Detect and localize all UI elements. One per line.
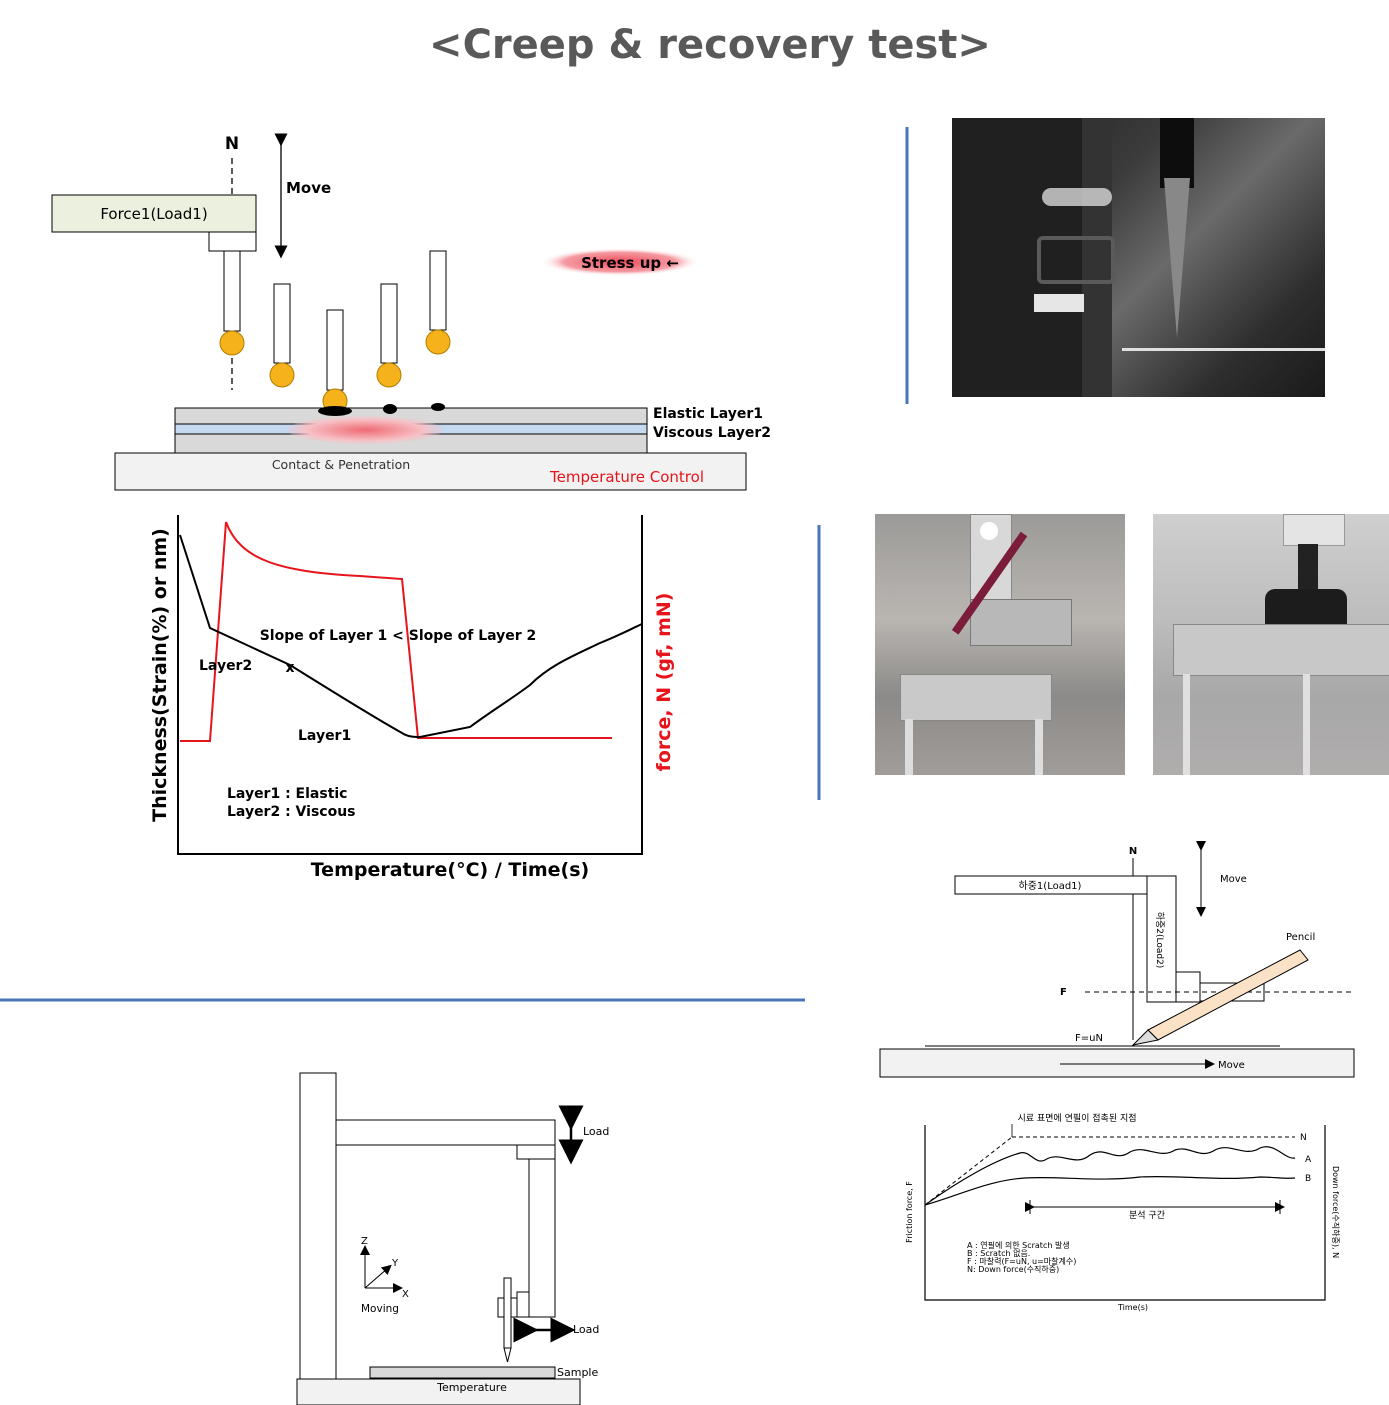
move-label: Move bbox=[286, 179, 331, 197]
load1-label: 하중1(Load1) bbox=[1019, 879, 1082, 892]
layer2-label: Layer2 bbox=[199, 658, 252, 674]
axis-y bbox=[365, 1268, 388, 1288]
probe-tip bbox=[426, 330, 450, 354]
probe-rod bbox=[381, 284, 397, 363]
temperature-control-label: Temperature Control bbox=[549, 468, 704, 486]
legend-line-2: Layer2 : Viscous bbox=[227, 804, 356, 820]
probe-rod bbox=[274, 284, 290, 363]
f-label: F bbox=[1060, 987, 1067, 998]
slope-annotation: Slope of Layer 1 < Slope of Layer 2 bbox=[260, 628, 537, 644]
dashed-rise bbox=[925, 1137, 1012, 1205]
indent-mark bbox=[431, 403, 445, 411]
layer1-label: Layer1 bbox=[298, 728, 351, 744]
chart-ylabel: Thickness(Strain(%) or nm) bbox=[149, 528, 171, 822]
probe-tip bbox=[220, 331, 244, 355]
indent-mark bbox=[318, 406, 352, 416]
contact-annotation: 시료 표면에 연필이 접촉된 지점 bbox=[1017, 1112, 1136, 1124]
indent-mark bbox=[383, 404, 397, 414]
axis-x-label: X bbox=[402, 1289, 409, 1300]
probe-tip bbox=[270, 363, 294, 387]
friction-legend-n: N: Down force(수직하중) bbox=[967, 1264, 1059, 1274]
frame-labels: Load Load Z Y X Moving Sample Temperatur… bbox=[361, 1118, 609, 1394]
sample-plate bbox=[370, 1367, 555, 1378]
legend-line-1: Layer1 : Elastic bbox=[227, 786, 347, 802]
x-mark: x bbox=[285, 660, 294, 676]
friction-ylabel: Friction force, F bbox=[905, 1181, 914, 1243]
pencil-holder bbox=[1176, 972, 1200, 1002]
a-curve-label: A bbox=[1305, 1155, 1312, 1165]
load-top-label: Load bbox=[583, 1125, 609, 1138]
probe-shaft bbox=[504, 1278, 511, 1348]
temperature-label: Temperature bbox=[436, 1381, 507, 1394]
normal-force-label: N bbox=[225, 134, 239, 154]
axis-y-label: Y bbox=[391, 1258, 399, 1269]
pencil-label: Pencil bbox=[1286, 932, 1315, 943]
frame-diagram bbox=[297, 1073, 580, 1405]
force-connector bbox=[209, 232, 256, 251]
pencil-n-label: N bbox=[1129, 846, 1137, 857]
chart-y2label: force, N (gf, mN) bbox=[653, 593, 675, 772]
contact-label: Contact & Penetration bbox=[272, 457, 410, 472]
load-side-label: Load bbox=[573, 1323, 599, 1336]
moving-label: Moving bbox=[361, 1303, 399, 1315]
friction-xlabel: Time(s) bbox=[1117, 1303, 1148, 1312]
frame-drop bbox=[529, 1159, 555, 1317]
frame-joint bbox=[517, 1145, 555, 1159]
elastic-layer-label: Elastic Layer1 bbox=[653, 406, 763, 422]
friction-y2label: Down force(수직하중), N bbox=[1331, 1166, 1341, 1258]
frame-column bbox=[300, 1073, 336, 1379]
probe-tip bbox=[377, 363, 401, 387]
contact-zone bbox=[287, 416, 443, 444]
pencil-move-bottom: Move bbox=[1218, 1060, 1245, 1071]
sample-label: Sample bbox=[557, 1366, 598, 1379]
axis-z-label: Z bbox=[361, 1236, 368, 1247]
probe-holder bbox=[517, 1292, 529, 1317]
creep-schematic: N Move Force1(Load1) Stress up ← Elastic… bbox=[52, 134, 771, 490]
fun-label: F=uN bbox=[1075, 1033, 1103, 1044]
probe-rod bbox=[430, 251, 446, 330]
probe-rod bbox=[224, 251, 240, 331]
probe-rod bbox=[327, 310, 343, 390]
b-curve-label: B bbox=[1305, 1174, 1311, 1184]
pencil-stage bbox=[880, 1049, 1354, 1077]
page-title: <Creep & recovery test> bbox=[429, 22, 991, 68]
viscous-layer-label: Viscous Layer2 bbox=[653, 425, 771, 441]
curve-a bbox=[925, 1147, 1295, 1205]
pencil-diagram: N Move 하중1(Load1) 하중2(Load2) F Pencil F=… bbox=[880, 846, 1355, 1077]
stress-label: Stress up ← bbox=[581, 254, 679, 272]
force-label: Force1(Load1) bbox=[100, 205, 207, 223]
chart-xlabel: Temperature(°C) / Time(s) bbox=[311, 859, 589, 881]
frame-arm bbox=[336, 1120, 555, 1145]
friction-chart: 시료 표면에 연필이 접촉된 지점 N A B 분석 구간 A : 연필에 의한… bbox=[905, 1112, 1341, 1312]
probe-needle bbox=[504, 1348, 511, 1362]
interval-label: 분석 구간 bbox=[1129, 1210, 1165, 1221]
n-curve-label: N bbox=[1300, 1133, 1307, 1143]
creep-chart: Thickness(Strain(%) or nm) force, N (gf,… bbox=[149, 515, 675, 881]
curve-b bbox=[925, 1177, 1295, 1205]
load2-label: 하중2(Load2) bbox=[1154, 912, 1165, 969]
pencil-move-top: Move bbox=[1220, 874, 1247, 885]
